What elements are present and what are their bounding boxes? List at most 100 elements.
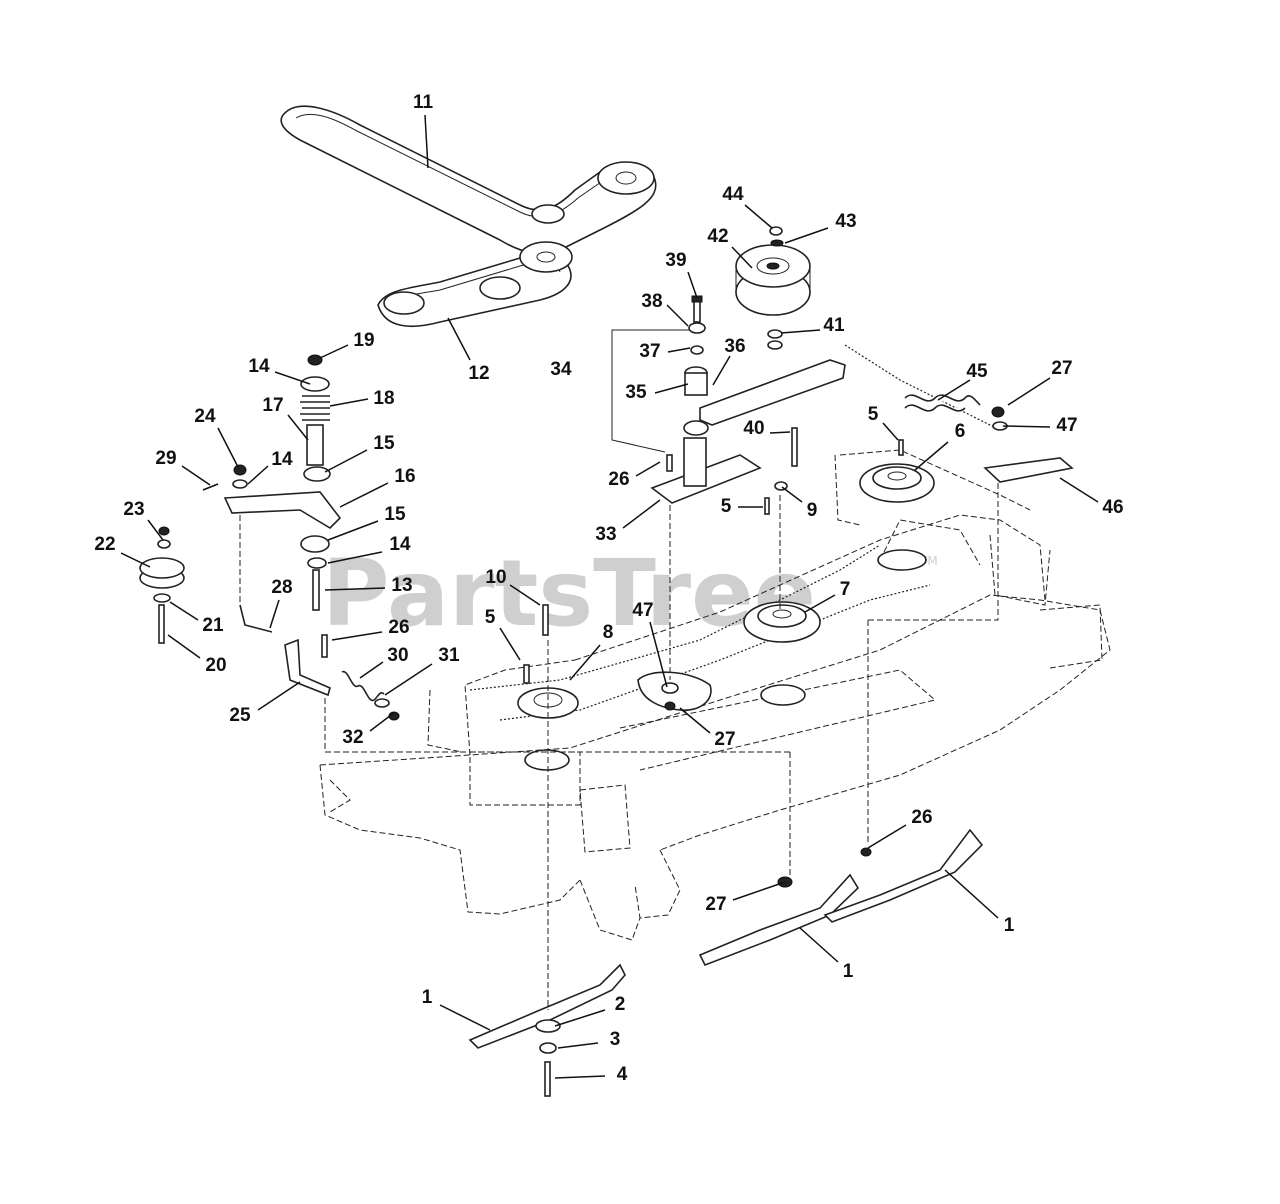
callout-c20: 20: [205, 655, 226, 676]
leader-line-c5a: [882, 422, 899, 441]
leader-line-c16: [339, 482, 389, 508]
leader-line-c30: [359, 661, 384, 679]
leader-line-c9: [781, 486, 803, 503]
callout-c33: 33: [595, 524, 616, 545]
leader-line-c27a: [1007, 377, 1051, 406]
leader-line-c36: [712, 355, 731, 386]
leader-line-c11: [424, 114, 429, 169]
callout-c1a: 1: [1004, 915, 1015, 936]
callout-c23: 23: [123, 499, 144, 520]
callout-c31: 31: [438, 645, 460, 666]
leader-line-c26b: [331, 631, 383, 641]
idler-arm-36: [699, 329, 1001, 431]
leader-line-c41: [780, 329, 821, 334]
leader-line-c15b: [327, 520, 379, 541]
leader-line-c26c: [867, 824, 907, 849]
callout-c14a: 14: [248, 356, 270, 377]
callout-c7: 7: [840, 579, 851, 600]
leader-line-c46: [1059, 477, 1099, 503]
leader-line-c28: [269, 599, 280, 629]
callout-c26c: 26: [911, 807, 932, 828]
leader-line-c2: [554, 1009, 606, 1027]
callout-c18: 18: [373, 388, 394, 409]
leader-line-c14c: [327, 551, 383, 564]
leader-line-c14a: [274, 371, 311, 385]
callout-c1b: 1: [843, 961, 854, 982]
leader-line-c47a: [1002, 425, 1051, 428]
callout-c4: 4: [617, 1064, 628, 1085]
callout-c29: 29: [155, 448, 176, 469]
leader-line-c44: [744, 204, 773, 229]
leader-line-c10: [509, 584, 541, 606]
leader-line-c37: [667, 347, 691, 353]
callout-c13: 13: [391, 575, 412, 596]
blades: [468, 828, 984, 1097]
callout-c27c: 27: [705, 894, 726, 915]
callout-c17: 17: [262, 395, 283, 416]
mower-deck-housing: [319, 449, 1111, 941]
callout-c35: 35: [625, 382, 647, 403]
callout-c26b: 26: [388, 617, 409, 638]
callout-c14b: 14: [271, 449, 293, 470]
leader-line-c42: [731, 246, 753, 269]
left-idler-assembly: [139, 354, 790, 753]
callout-c27b: 27: [714, 729, 735, 750]
callout-c32: 32: [342, 727, 363, 748]
callout-c8: 8: [603, 622, 614, 643]
leader-line-c32: [369, 711, 396, 732]
callout-c47a: 47: [1056, 415, 1077, 436]
springs-45: [904, 394, 981, 412]
callout-c44: 44: [722, 184, 744, 205]
leader-line-c25: [257, 681, 301, 711]
callout-c36: 36: [724, 336, 745, 357]
leader-line-c39: [687, 271, 698, 299]
leader-line-c6: [914, 441, 949, 471]
leader-line-c4: [554, 1075, 606, 1079]
callout-c5a: 5: [868, 404, 879, 425]
leader-line-c7: [804, 594, 836, 613]
callout-c22: 22: [94, 534, 115, 555]
leader-line-c21: [169, 601, 199, 621]
callout-c46: 46: [1102, 497, 1123, 518]
leader-line-c14b: [247, 465, 269, 485]
leader-line-c45: [937, 379, 971, 401]
leader-line-c24: [217, 427, 239, 468]
callout-c15b: 15: [384, 504, 406, 525]
leader-line-c38: [666, 304, 689, 327]
leader-line-c15a: [324, 449, 368, 473]
callout-c25: 25: [229, 705, 251, 726]
leader-line-c1a: [944, 869, 999, 919]
leader-line-c17: [287, 414, 309, 441]
callout-c21: 21: [202, 615, 224, 636]
leader-line-c13: [324, 587, 386, 591]
callout-c40: 40: [743, 418, 764, 439]
callout-c47b: 47: [632, 600, 653, 621]
leader-line-c35: [654, 383, 689, 394]
leader-line-c43: [784, 227, 829, 244]
callout-c43: 43: [835, 211, 856, 232]
callout-c11: 11: [413, 92, 434, 113]
callout-c5b: 5: [721, 496, 732, 517]
callout-c37: 37: [639, 341, 660, 362]
callout-c1c: 1: [422, 987, 433, 1008]
callout-c34: 34: [550, 359, 572, 380]
callout-c42: 42: [707, 226, 728, 247]
callout-c3: 3: [610, 1029, 621, 1050]
callout-c28: 28: [271, 577, 292, 598]
leader-line-c31: [384, 663, 433, 696]
leader-line-c3: [557, 1042, 599, 1049]
watermark: PartsTree: [322, 540, 816, 647]
callout-leaders: [120, 114, 1099, 1079]
leader-line-c1c: [439, 1004, 491, 1031]
leader-line-c27c: [732, 881, 786, 901]
bracket-33: [611, 295, 762, 504]
callout-c26a: 26: [608, 469, 629, 490]
callout-c14c: 14: [389, 534, 411, 555]
callout-c24: 24: [194, 406, 216, 427]
callout-c39: 39: [665, 250, 686, 271]
leader-line-c1b: [799, 927, 839, 963]
leader-line-c29: [181, 465, 211, 486]
leader-line-c40: [769, 431, 791, 434]
